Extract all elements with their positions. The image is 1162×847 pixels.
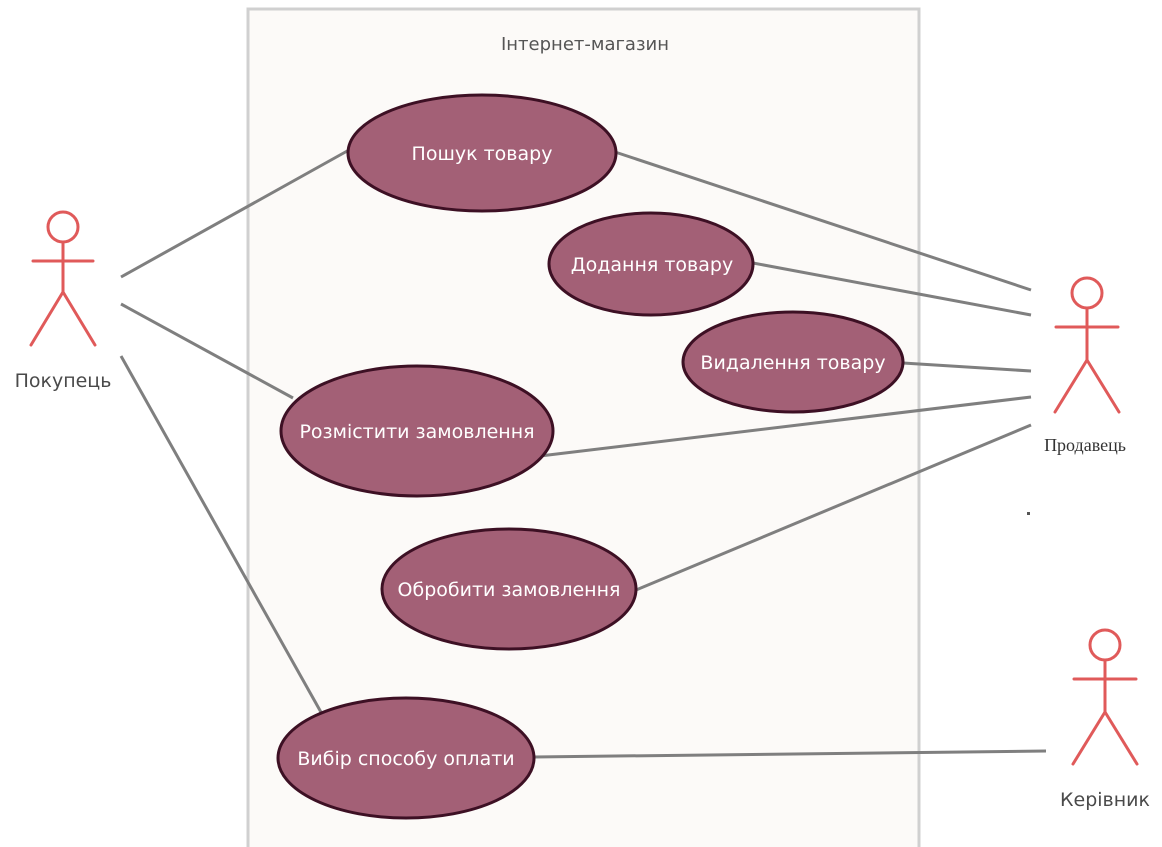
use-case-add[interactable]: Додання товару <box>547 211 755 317</box>
use-case-remove-label: Видалення товару <box>700 352 885 374</box>
use-case-process-shape <box>380 527 638 651</box>
actor-manager-icon <box>1071 628 1139 766</box>
use-case-search-label: Пошук товару <box>412 143 553 165</box>
stray-dot <box>1027 512 1030 515</box>
actor-buyer-icon <box>29 210 97 347</box>
use-case-payment-shape <box>276 696 536 820</box>
use-case-remove[interactable]: Видалення товару <box>681 310 905 414</box>
association-seller-process <box>635 423 1032 592</box>
use-case-order[interactable]: Розмістити замовлення <box>279 364 555 498</box>
use-case-add-label: Додання товару <box>571 254 733 276</box>
association-manager-payment <box>533 749 1047 759</box>
use-case-order-label: Розмістити замовлення <box>299 421 534 443</box>
actor-buyer-label: Покупець <box>15 370 112 392</box>
use-case-add-shape <box>547 211 755 317</box>
association-seller-order <box>539 395 1032 458</box>
use-case-order-shape <box>279 364 555 498</box>
use-case-remove-shape <box>681 310 905 414</box>
actor-manager-label: Керівник <box>1060 789 1150 811</box>
use-case-process-label: Обробити замовлення <box>398 579 621 601</box>
actor-buyer[interactable]: Покупець <box>15 210 112 392</box>
actor-seller-label: Продавець <box>1044 435 1126 455</box>
actor-seller[interactable]: Продавець <box>1044 276 1126 455</box>
use-case-payment[interactable]: Вибір способу оплати <box>276 696 536 820</box>
association-seller-search <box>614 150 1032 292</box>
use-case-search-shape <box>346 93 618 213</box>
use-case-payment-label: Вибір способу оплати <box>297 748 514 770</box>
actor-seller-icon <box>1053 276 1121 414</box>
association-buyer-payment <box>119 355 324 715</box>
association-buyer-order <box>120 302 294 400</box>
actor-manager[interactable]: Керівник <box>1060 628 1150 811</box>
association-seller-remove <box>902 361 1032 373</box>
system-title: Інтернет-магазин <box>501 34 669 55</box>
association-seller-add <box>752 261 1032 317</box>
use-case-search[interactable]: Пошук товару <box>346 93 618 213</box>
use-case-process[interactable]: Обробити замовлення <box>380 527 638 651</box>
association-buyer-search <box>120 148 350 279</box>
associations <box>119 148 1047 759</box>
